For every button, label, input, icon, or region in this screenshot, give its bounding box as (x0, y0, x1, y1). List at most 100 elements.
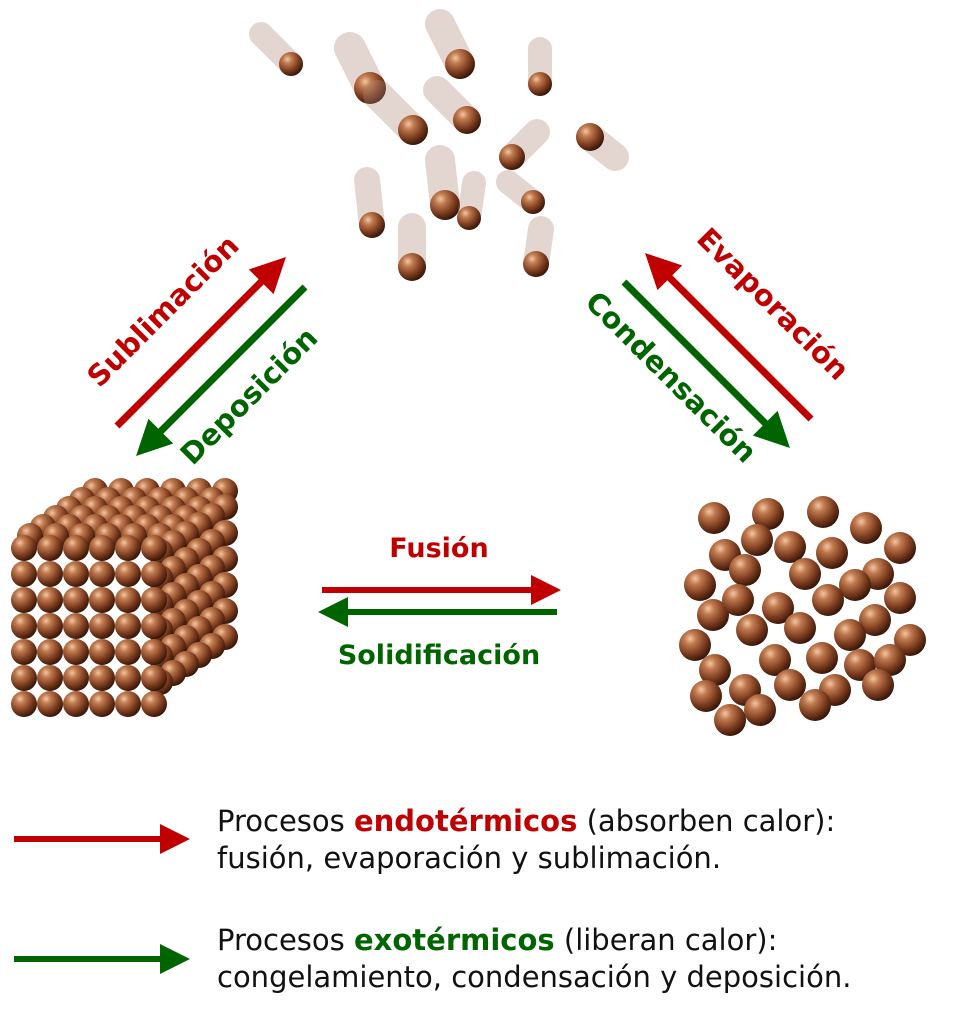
legend-endothermic-line2: fusión, evaporación y sublimación. (217, 841, 722, 875)
legend-exothermic-suffix: (liberan calor): (554, 923, 778, 957)
solid-particle (115, 535, 141, 561)
condensation-label: Condensación (579, 284, 764, 469)
gas-particle (398, 253, 426, 281)
legend-exothermic: Procesos exotérmicos (liberan calor): co… (217, 922, 851, 996)
evaporation-arrow (645, 253, 814, 422)
liquid-particle (894, 624, 926, 656)
legend-endothermic: Procesos endotérmicos (absorben calor): … (217, 803, 835, 877)
solid-particle (37, 587, 63, 613)
liquid-particle (789, 558, 821, 590)
solid-particle (63, 665, 89, 691)
solid-particle (11, 535, 37, 561)
solid-particle (11, 587, 37, 613)
liquid-particle (714, 704, 746, 736)
solid-particle (11, 639, 37, 665)
solid-particle (115, 691, 141, 717)
legend-endothermic-prefix: Procesos (217, 804, 354, 838)
sublimation-arrow (114, 257, 286, 429)
solid-particle (63, 561, 89, 587)
solid-particle (141, 535, 167, 561)
gas-particle (354, 72, 386, 104)
gas-particle (398, 115, 428, 145)
liquid-particle (884, 532, 916, 564)
solid-particle (141, 613, 167, 639)
liquid-particle (816, 537, 848, 569)
condensation-arrow (621, 279, 790, 448)
gas-particle (457, 206, 481, 230)
gas-particle (453, 106, 481, 134)
solid-particle (141, 587, 167, 613)
solid-particle (37, 691, 63, 717)
legend-endothermic-keyword: endotérmicos (353, 804, 578, 838)
liquid-particle (762, 592, 794, 624)
legend-exothermic-line1: Procesos exotérmicos (liberan calor): (217, 922, 851, 959)
legend-exothermic-line2: congelamiento, condensación y deposición… (217, 960, 852, 994)
solid-particle (37, 613, 63, 639)
solid-particle (89, 587, 115, 613)
deposition-arrow (136, 284, 308, 456)
solid-particles-cube (11, 478, 238, 717)
liquid-particle (684, 569, 716, 601)
solid-particle (37, 639, 63, 665)
liquid-particle (752, 498, 784, 530)
solidification-label: Solidificación (338, 640, 540, 671)
liquid-particle (784, 612, 816, 644)
liquid-particle (697, 599, 729, 631)
liquid-particle (759, 644, 791, 676)
liquid-particle (850, 512, 882, 544)
gas-particle (528, 72, 552, 96)
solid-particle (63, 691, 89, 717)
solid-particle (63, 587, 89, 613)
liquid-particle (722, 584, 754, 616)
solid-particle (11, 613, 37, 639)
liquid-particle (799, 689, 831, 721)
liquid-particle (698, 502, 730, 534)
liquid-particle (699, 654, 731, 686)
solid-particle (141, 691, 167, 717)
solid-particle (89, 561, 115, 587)
gas-particle (576, 123, 604, 151)
liquid-particle (774, 669, 806, 701)
solid-particle (115, 639, 141, 665)
solid-particle (89, 691, 115, 717)
liquid-particle (884, 582, 916, 614)
solid-particle (141, 561, 167, 587)
liquid-particle (774, 531, 806, 563)
liquid-particles (679, 496, 926, 736)
solid-particle (89, 535, 115, 561)
gas-particle (359, 212, 385, 238)
liquid-particle (834, 619, 866, 651)
liquid-particle (679, 629, 711, 661)
liquid-particle (874, 644, 906, 676)
gas-particle (279, 52, 303, 76)
fusion-label: Fusión (389, 533, 488, 564)
liquid-particle (859, 604, 891, 636)
solid-particle (11, 691, 37, 717)
liquid-particle (744, 694, 776, 726)
evaporation-label: Evaporación (690, 221, 856, 387)
gas-particle (430, 190, 460, 220)
liquid-particle (690, 680, 722, 712)
solid-particle (115, 665, 141, 691)
solid-particle (11, 665, 37, 691)
gas-particle (523, 251, 549, 277)
liquid-particle (807, 496, 839, 528)
solid-particle (37, 665, 63, 691)
gas-particle (521, 190, 545, 214)
liquid-particle (839, 569, 871, 601)
solid-particle (89, 639, 115, 665)
solid-particle (63, 535, 89, 561)
solid-particle (89, 665, 115, 691)
liquid-particle (741, 524, 773, 556)
solid-particle (89, 613, 115, 639)
solid-particle (37, 561, 63, 587)
liquid-particle (812, 584, 844, 616)
legend-endothermic-line1: Procesos endotérmicos (absorben calor): (217, 803, 835, 840)
solid-particle (115, 613, 141, 639)
legend-endothermic-suffix: (absorben calor): (577, 804, 836, 838)
solid-particle (115, 587, 141, 613)
gas-particles (249, 9, 629, 281)
legend-exothermic-prefix: Procesos (217, 923, 354, 957)
solid-particle (37, 535, 63, 561)
